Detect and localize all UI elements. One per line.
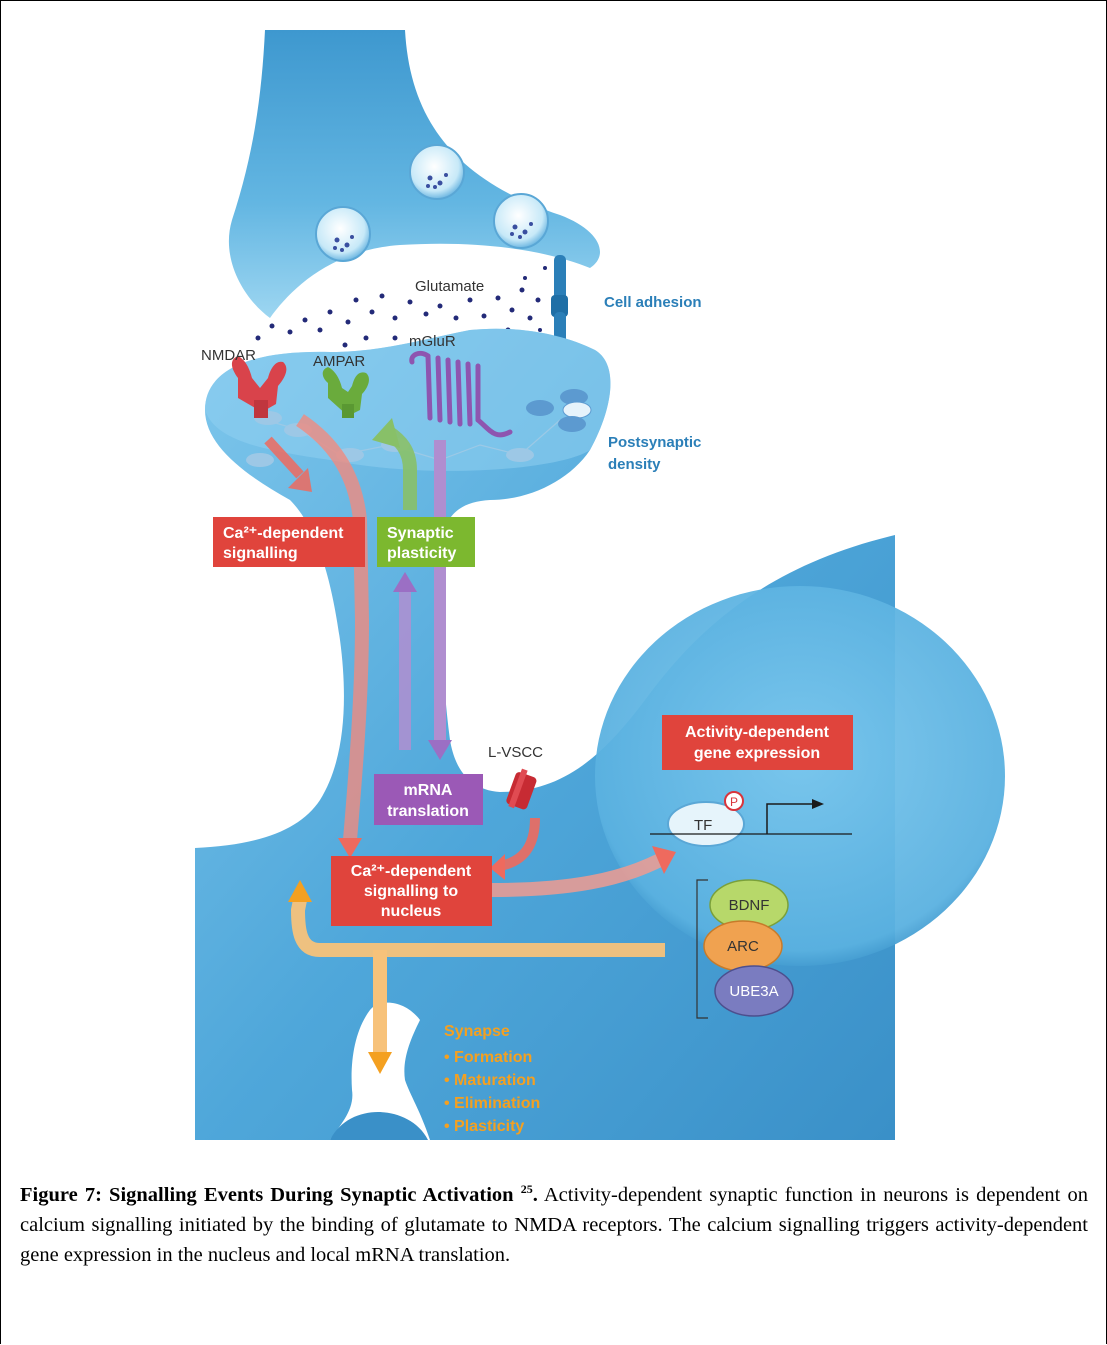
phospho-label: P: [730, 795, 738, 809]
glutamate-label: Glutamate: [415, 278, 484, 295]
gene-expression-box: Activity-dependent gene expression: [662, 715, 853, 770]
plasticity-line1: Synaptic: [387, 525, 454, 542]
ca-nucleus-line2: signalling to: [364, 883, 458, 900]
nmdar-label: NMDAR: [201, 347, 256, 364]
synapse-item: • Maturation: [444, 1072, 536, 1089]
nucleus: [595, 586, 1005, 966]
plasticity-line2: plasticity: [387, 545, 456, 562]
ca-signalling-line1: Ca²⁺-dependent: [223, 525, 344, 542]
tf-label: TF: [694, 817, 712, 834]
synapse-item: • Elimination: [444, 1095, 540, 1112]
lvscc-label: L-VSCC: [488, 744, 543, 761]
synapse-item: • Plasticity: [444, 1118, 524, 1135]
mrna-line2: translation: [387, 803, 469, 820]
ampar-label: AMPAR: [313, 353, 365, 370]
postsynaptic-label-line2: density: [608, 456, 661, 473]
caption-reference: 25: [521, 1182, 533, 1196]
mrna-line1: mRNA: [404, 782, 453, 799]
synapse-item: • Formation: [444, 1049, 532, 1066]
cell-adhesion-label: Cell adhesion: [604, 294, 702, 311]
figure-caption: Figure 7: Signalling Events During Synap…: [20, 1180, 1088, 1270]
gene-line1: Activity-dependent: [685, 724, 830, 741]
protein-label-ube3a: UBE3A: [729, 983, 778, 1000]
gene-line2: gene expression: [694, 745, 820, 762]
ca-nucleus-line3: nucleus: [381, 903, 442, 920]
ca-signalling-line2: signalling: [223, 545, 298, 562]
ca-signalling-nucleus-box: Ca²⁺-dependent signalling to nucleus: [331, 856, 492, 926]
caption-title: Figure 7: Signalling Events During Synap…: [20, 1184, 514, 1206]
ca-nucleus-line1: Ca²⁺-dependent: [351, 863, 472, 880]
protein-label-arc: ARC: [727, 938, 759, 955]
synaptic-plasticity-box: Synaptic plasticity: [377, 517, 475, 567]
synapse-diagram: Ca²⁺-dependent signalling Synaptic plast…: [0, 0, 1107, 1160]
protein-label-bdnf: BDNF: [729, 897, 770, 914]
ca-signalling-box: Ca²⁺-dependent signalling: [213, 517, 365, 567]
mglur-label: mGluR: [409, 333, 456, 350]
postsynaptic-label-line1: Postsynaptic: [608, 434, 701, 451]
mrna-translation-box: mRNA translation: [374, 774, 483, 825]
synapse-title: Synapse: [444, 1023, 510, 1040]
